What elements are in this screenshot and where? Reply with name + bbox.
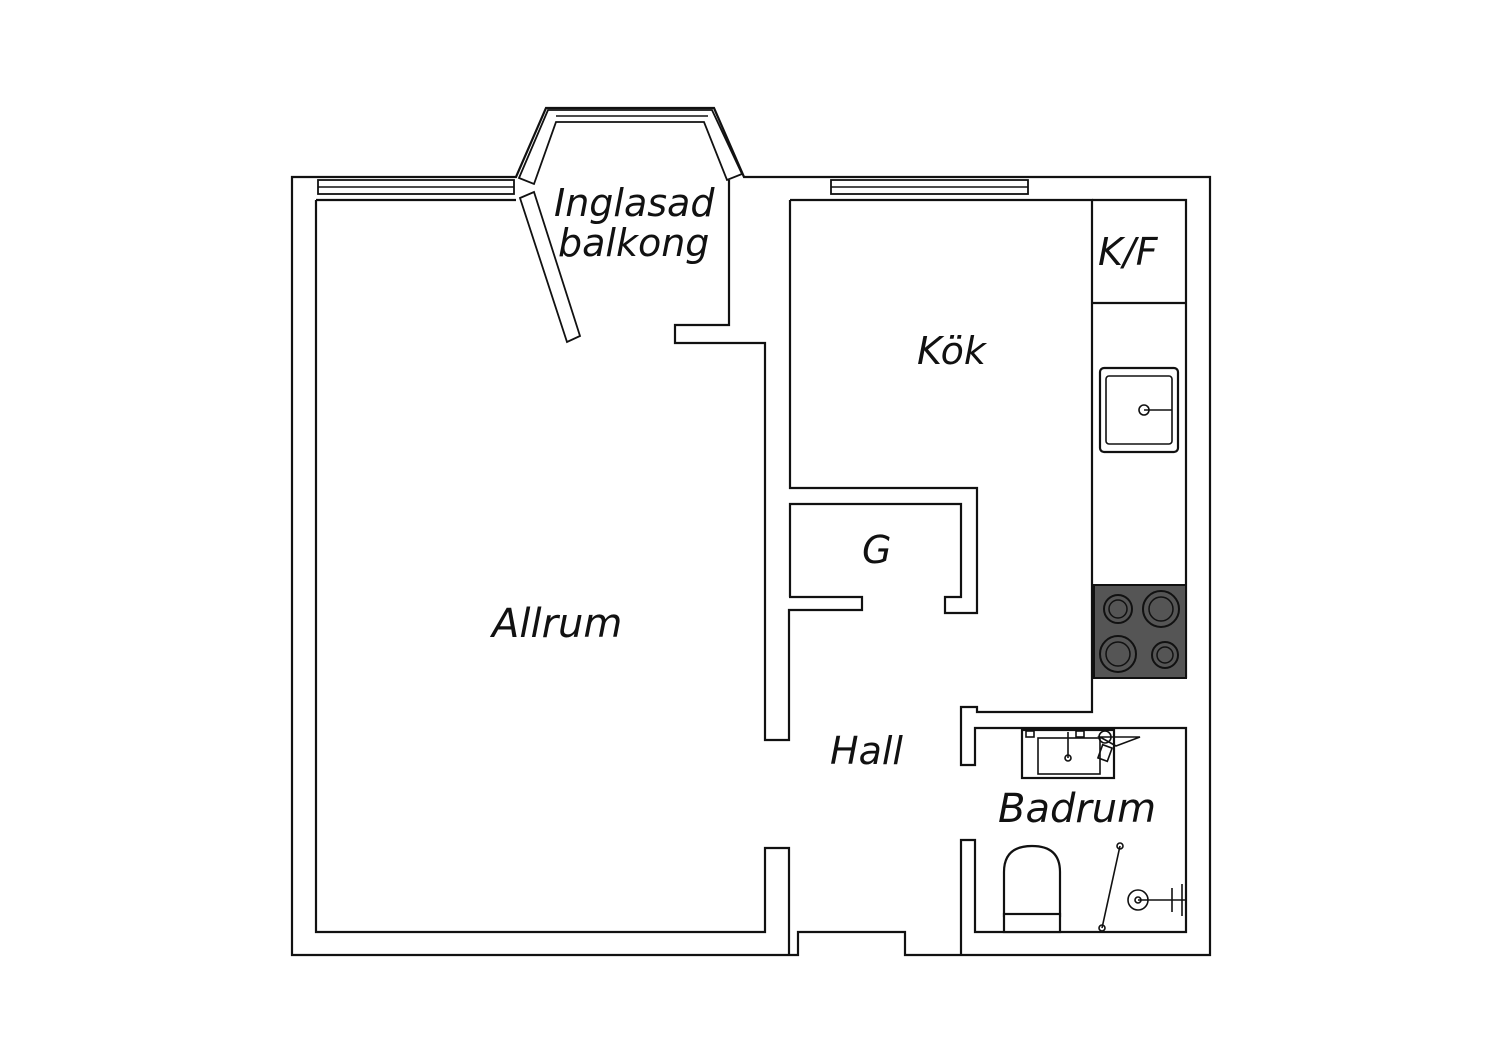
room-label-closet: G <box>862 528 892 572</box>
kitchen-counter <box>1092 198 1188 678</box>
shower-curtain <box>1101 845 1121 929</box>
allrum-wall <box>314 198 791 955</box>
balcony-wall <box>673 180 864 742</box>
outer-wall <box>290 106 1212 957</box>
kitchen-wall <box>788 200 979 615</box>
stove-burner-icon <box>1151 641 1179 669</box>
stove-burner-icon <box>1103 594 1133 624</box>
balcony-side-glazing <box>518 190 582 344</box>
room-label-fridge: K/F <box>1098 230 1158 274</box>
room-label-balcony-line1: Inglasad <box>554 181 715 225</box>
room-label-kitchen: Kök <box>917 329 986 373</box>
kitchen-right-wall <box>790 198 1188 955</box>
room-label-hall: Hall <box>830 729 903 773</box>
balcony-glazing <box>517 109 744 186</box>
room-label-allrum: Allrum <box>492 601 623 647</box>
room-label-balcony-line2: balkong <box>558 221 710 265</box>
room-label-bathroom: Badrum <box>998 786 1157 832</box>
toilet <box>1002 844 1062 918</box>
